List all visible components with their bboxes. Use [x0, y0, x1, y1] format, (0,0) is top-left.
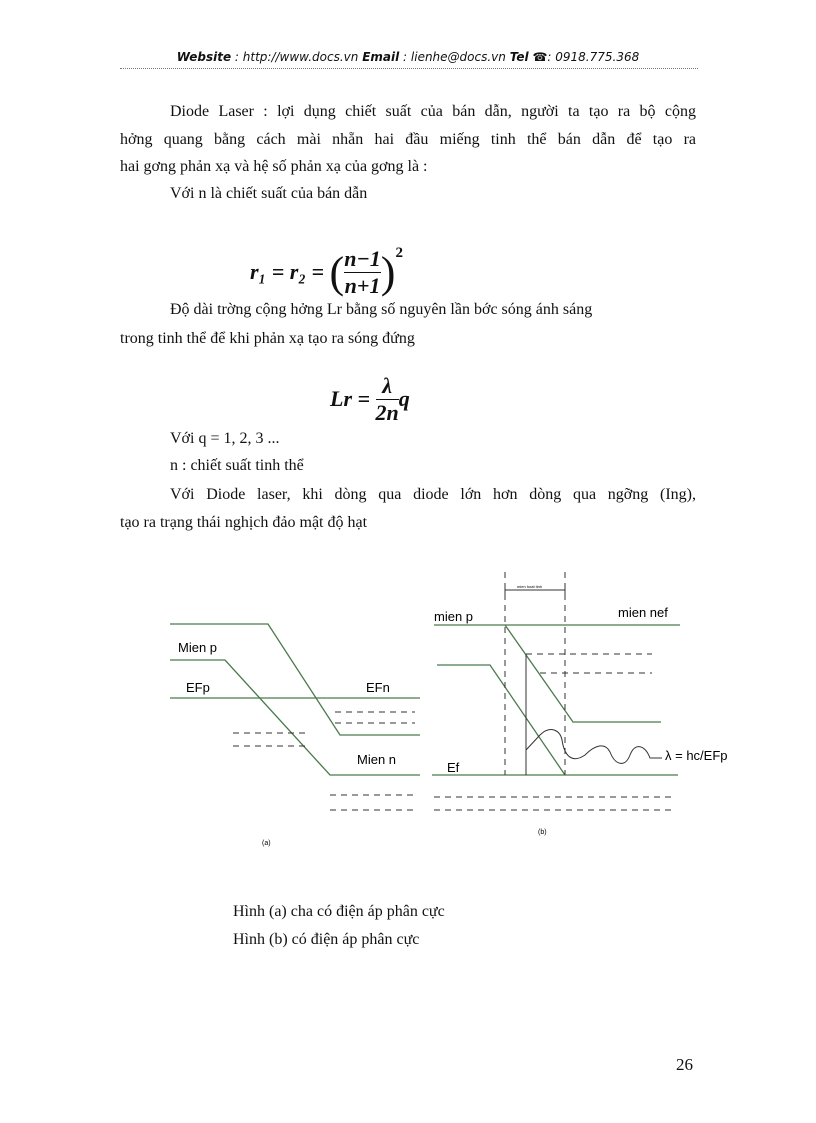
figure-caption: Hình (b) có điện áp phân cực	[233, 931, 420, 948]
formula-num: λ	[375, 373, 399, 400]
paragraph-line: n : chiết suất tinh thể	[170, 457, 304, 474]
label-lambda: λ = hc/EFp	[665, 748, 728, 763]
label-active-region: mien hoat tinh	[517, 584, 542, 589]
paragraph-line: Với n là chiết suất của bán dẫn	[170, 185, 368, 202]
paragraph-line: Với q = 1, 2, 3 ...	[170, 430, 280, 447]
formula-lhs: Lr =	[330, 386, 371, 411]
phone-icon: ☎	[532, 50, 548, 64]
paragraph-line: Với Diode laser, khi dòng qua diode lớn …	[170, 486, 696, 503]
tel-label: Tel	[509, 50, 529, 64]
tel: : 0918.775.368	[547, 50, 640, 64]
formula-den: n+1	[344, 273, 381, 298]
formula-exp: 2	[395, 245, 403, 261]
paragraph-line: trong tinh thể để khi phản xạ tạo ra són…	[120, 330, 415, 347]
formula-lhs: r₁ = r₂ =	[250, 259, 325, 284]
email: : lienhe@docs.vn	[403, 50, 506, 64]
label-efp: EFp	[186, 680, 210, 695]
paragraph-line: Diode Laser : lợi dụng chiết suất của bá…	[170, 103, 696, 120]
figure-caption: Hình (a) cha có điện áp phân cực	[233, 903, 445, 920]
website: : http://www.docs.vn	[234, 50, 359, 64]
paragraph-line: hai gơng phản xạ và hệ số phản xạ của gơ…	[120, 158, 428, 175]
caption-b: (b)	[538, 829, 547, 836]
caption-a: (a)	[262, 840, 271, 847]
label-efn: EFn	[366, 680, 390, 695]
label-mien-nef: mien nef	[618, 605, 668, 620]
website-label: Website	[176, 50, 232, 64]
label-mien-p-b: mien p	[434, 609, 473, 624]
formula-num: n−1	[344, 246, 381, 273]
page-number: 26	[676, 1055, 693, 1074]
energy-band-diagram: Mien p EFp EFn Mien n (a) mien hoat tinh…	[170, 572, 728, 847]
header-rule	[120, 68, 698, 69]
page-header: Website : http://www.docs.vn Email : lie…	[0, 50, 816, 64]
formula-q: q	[398, 386, 410, 411]
label-ef: Ef	[447, 760, 460, 775]
label-mien-n: Mien n	[357, 752, 396, 767]
paragraph-line: hởng quang bằng cách mài nhẵn hai đầu mi…	[120, 131, 696, 148]
label-mien-p-a: Mien p	[178, 640, 217, 655]
email-label: Email	[362, 50, 400, 64]
paragraph-line: tạo ra trạng thái nghịch đảo mật độ hạt	[120, 514, 368, 531]
formula-den: 2n	[375, 400, 399, 425]
paragraph-line: Độ dài trờng cộng hởng Lr bằng số nguyên…	[170, 301, 593, 318]
